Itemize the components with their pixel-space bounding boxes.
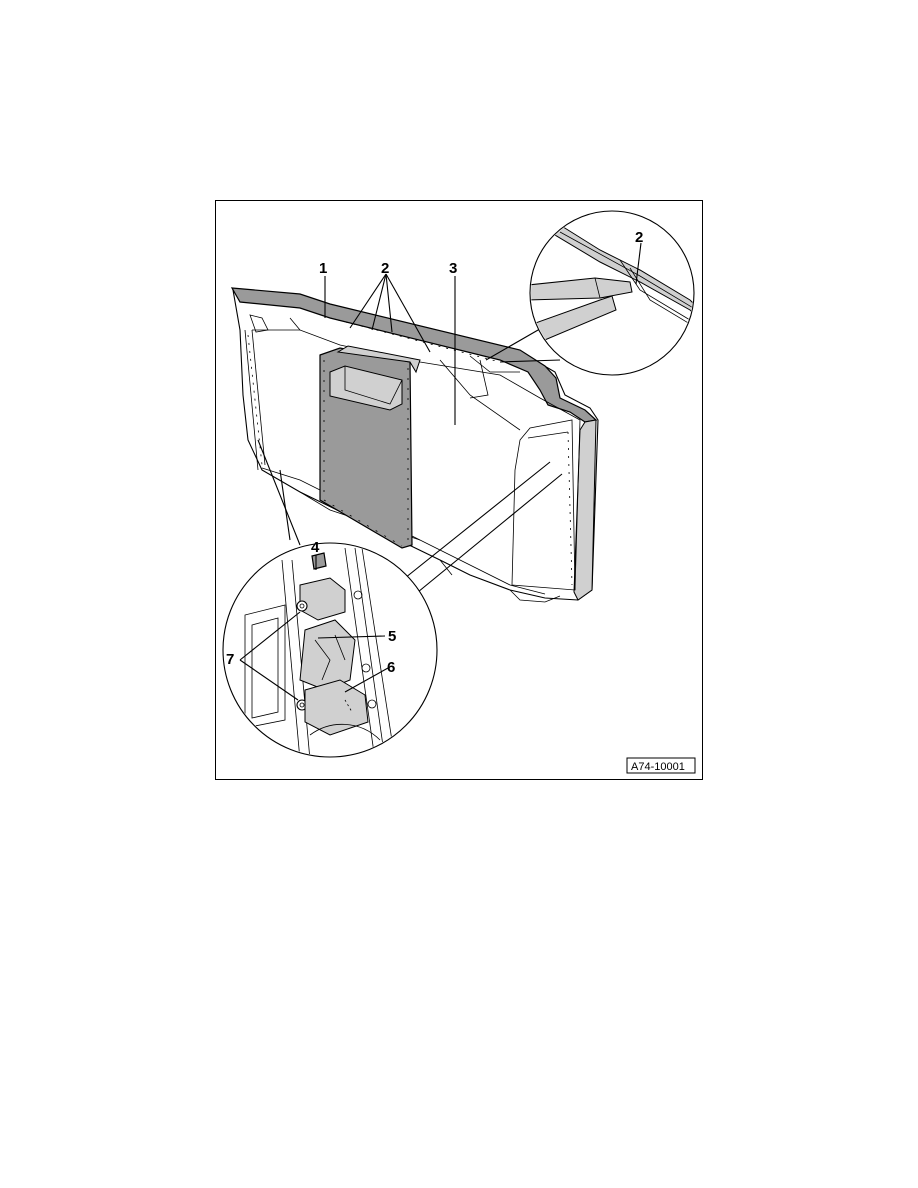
center-flap (319, 345, 421, 549)
detail-circle-top (485, 210, 695, 376)
leader-lines (239, 242, 642, 701)
callout-labels: 1 2 3 2 4 5 6 7 (226, 229, 643, 676)
detail-circle-bottom (222, 439, 563, 758)
callout-2-detail: 2 (635, 229, 643, 246)
callout-1: 1 (319, 260, 327, 277)
figure-code: A74-10001 (631, 761, 685, 773)
callout-3: 3 (449, 260, 457, 277)
callout-2: 2 (381, 260, 389, 277)
callout-6: 6 (387, 659, 395, 676)
figure-code-box: A74-10001 (626, 757, 696, 774)
callout-7: 7 (226, 651, 234, 668)
callout-4: 4 (311, 539, 320, 556)
callout-5: 5 (388, 628, 396, 645)
